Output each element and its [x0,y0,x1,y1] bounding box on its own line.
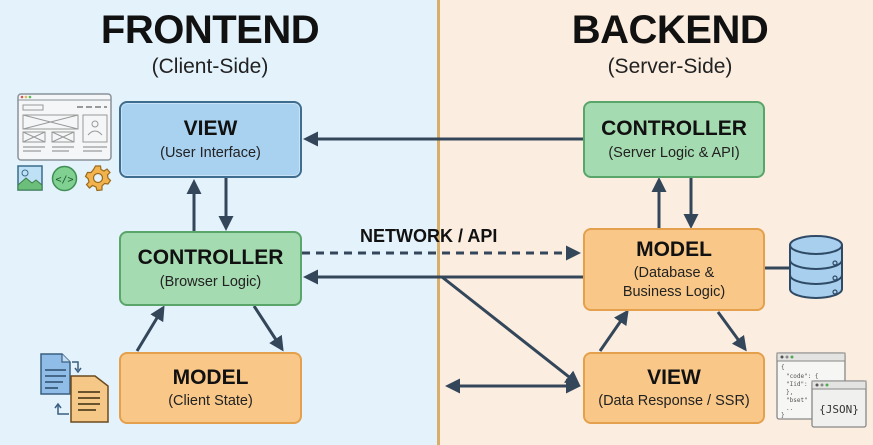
json-window-icon: {"code": {"Iid":},"bset"..} {JSON} [776,352,867,428]
client-server-divider [437,0,440,445]
backend-view-box[interactable]: VIEW (Data Response / SSR) [583,352,765,424]
arrow-fe-controller-to-model [252,305,284,352]
svg-text:"code": {: "code": { [786,373,819,380]
arrow-be-model-to-view [716,311,747,352]
documents-sync-icon [40,353,109,423]
backend-model-title: MODEL [636,238,712,262]
database-icon [789,235,843,299]
svg-text:{: { [781,364,785,371]
frontend-view-title: VIEW [183,117,238,141]
frontend-model-title: MODEL [172,365,249,389]
arrow-fe-model-to-controller [135,305,165,352]
backend-model-box[interactable]: MODEL (Database & Business Logic) [583,228,765,311]
svg-text:},: }, [786,389,793,396]
backend-view-title: VIEW [647,365,701,389]
frontend-controller-title: CONTROLLER [137,246,284,270]
frontend-view-box[interactable]: VIEW (User Interface) [119,101,302,178]
backend-controller-box[interactable]: CONTROLLER (Server Logic & API) [583,101,765,178]
svg-text:</>: </> [55,175,73,186]
frontend-title: FRONTEND [100,8,320,52]
arrow-diagonal-to-backend-view [441,275,581,386]
frontend-model-subtitle: (Client State) [168,393,253,409]
svg-text:"bset": "bset" [786,397,808,404]
json-label: {JSON} [819,403,859,416]
frontend-controller-box[interactable]: CONTROLLER (Browser Logic) [119,231,302,306]
backend-title: BACKEND [571,8,769,52]
backend-subtitle: (Server-Side) [607,55,733,78]
svg-text:"Iid":: "Iid": [786,381,808,388]
image-icon [17,165,43,191]
network-api-label: NETWORK / API [360,226,498,246]
gear-icon [84,165,112,192]
frontend-view-subtitle: (User Interface) [160,144,261,161]
wireframe-icon [17,93,112,161]
frontend-subtitle: (Client-Side) [151,55,269,78]
backend-view-subtitle: (Data Response / SSR) [598,393,750,409]
backend-controller-title: CONTROLLER [601,117,747,141]
code-icon: </> [51,165,78,192]
svg-text:..: .. [786,405,793,412]
backend-model-subtitle-line1: (Database & [633,265,715,282]
backend-model-subtitle-line2: Business Logic) [622,283,726,300]
svg-text:}: } [781,412,785,419]
arrow-be-view-to-model [598,309,629,352]
frontend-controller-subtitle: (Browser Logic) [159,273,262,290]
frontend-model-box[interactable]: MODEL (Client State) [119,352,302,424]
backend-controller-subtitle: (Server Logic & API) [608,144,740,161]
